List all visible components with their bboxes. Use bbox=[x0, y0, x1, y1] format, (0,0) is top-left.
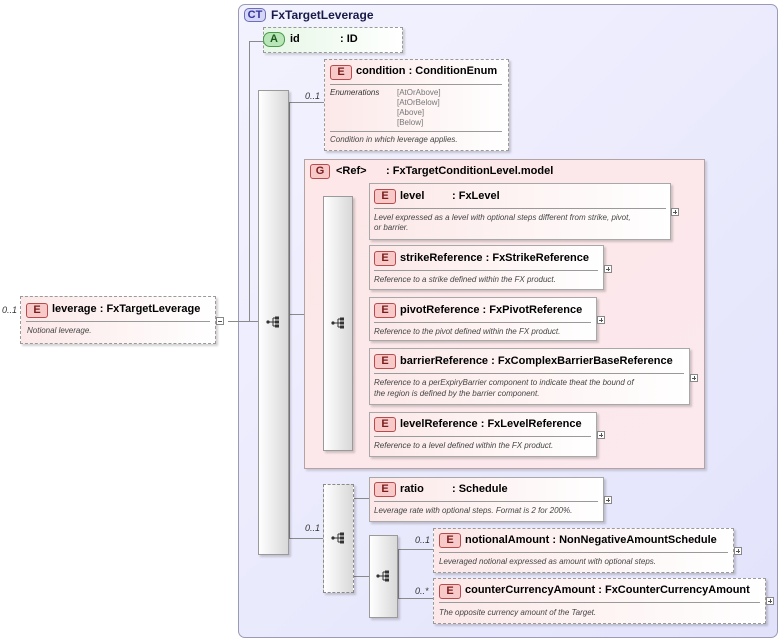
levelreference-label: levelReference : FxLevelReference bbox=[400, 418, 582, 430]
divider bbox=[374, 373, 684, 374]
barrierreference-doc: the region is defined by the barrier com… bbox=[374, 389, 540, 398]
attribute-badge: A bbox=[263, 32, 285, 47]
root-occurs: 0..1 bbox=[2, 305, 18, 315]
divider bbox=[330, 84, 502, 85]
barrierreference-label: barrierReference : FxComplexBarrierBaseR… bbox=[400, 355, 673, 367]
element-barrierreference[interactable] bbox=[369, 348, 690, 405]
enum-value: [Below] bbox=[397, 118, 424, 127]
connector bbox=[249, 41, 250, 322]
element-badge: E bbox=[26, 303, 48, 318]
connector bbox=[228, 321, 258, 322]
element-badge: E bbox=[374, 251, 396, 266]
connector bbox=[398, 549, 399, 599]
element-badge: E bbox=[374, 417, 396, 432]
strikereference-doc: Reference to a strike defined within the… bbox=[374, 275, 556, 284]
sequence-icon bbox=[331, 317, 344, 329]
group-badge: G bbox=[310, 164, 330, 179]
level-type: : FxLevel bbox=[452, 190, 500, 202]
condition-doc: Condition in which leverage applies. bbox=[330, 135, 458, 144]
levelreference-doc: Reference to a level defined within the … bbox=[374, 441, 554, 450]
enum-value: [Above] bbox=[397, 108, 425, 117]
group-ref: <Ref> bbox=[336, 165, 367, 177]
connector bbox=[353, 576, 369, 577]
notionalamount-label: notionalAmount : NonNegativeAmountSchedu… bbox=[465, 534, 717, 546]
pivotreference-label: pivotReference : FxPivotReference bbox=[400, 304, 583, 316]
enumerations-label: Enumerations bbox=[330, 88, 380, 97]
condition-label: condition : ConditionEnum bbox=[356, 65, 498, 77]
element-level[interactable] bbox=[369, 183, 671, 240]
divider bbox=[26, 321, 210, 322]
sequence-icon bbox=[266, 316, 279, 328]
expand-toggle[interactable] bbox=[671, 208, 679, 216]
root-element-label: leverage : FxTargetLeverage bbox=[52, 303, 201, 315]
element-badge: E bbox=[330, 65, 352, 80]
connector bbox=[289, 102, 324, 103]
divider bbox=[439, 552, 728, 553]
attribute-id[interactable] bbox=[263, 27, 403, 53]
element-ratio[interactable] bbox=[369, 477, 604, 522]
divider bbox=[330, 131, 502, 132]
ratio-name: ratio bbox=[400, 483, 424, 495]
element-countercurrencyamount[interactable] bbox=[433, 578, 766, 624]
connector bbox=[249, 41, 263, 42]
element-badge: E bbox=[439, 533, 461, 548]
collapse-toggle[interactable] bbox=[216, 317, 224, 325]
expand-toggle[interactable] bbox=[766, 597, 774, 605]
element-condition[interactable] bbox=[324, 59, 509, 151]
root-doc: Notional leverage. bbox=[27, 326, 92, 335]
complex-type-badge: CT bbox=[244, 8, 266, 22]
element-badge: E bbox=[439, 584, 461, 599]
connector bbox=[398, 549, 433, 550]
expand-toggle[interactable] bbox=[597, 431, 605, 439]
attribute-type: : ID bbox=[340, 33, 358, 45]
root-element-leverage[interactable] bbox=[20, 296, 216, 344]
attribute-name: id bbox=[290, 33, 300, 45]
notionalamount-occurs: 0..1 bbox=[415, 535, 431, 545]
element-levelreference[interactable] bbox=[369, 412, 597, 457]
level-doc: or barrier. bbox=[374, 223, 409, 232]
condition-occurs: 0..1 bbox=[305, 91, 321, 101]
divider bbox=[374, 501, 598, 502]
countercurrencyamount-label: counterCurrencyAmount : FxCounterCurrenc… bbox=[465, 584, 750, 596]
expand-toggle[interactable] bbox=[690, 374, 698, 382]
sequence-icon bbox=[331, 532, 344, 544]
element-notionalamount[interactable] bbox=[433, 528, 734, 573]
pivotreference-doc: Reference to the pivot defined within th… bbox=[374, 327, 561, 336]
ratio-type: : Schedule bbox=[452, 483, 508, 495]
sequence-occurs: 0..1 bbox=[305, 523, 321, 533]
element-badge: E bbox=[374, 354, 396, 369]
element-pivotreference[interactable] bbox=[369, 297, 597, 341]
element-badge: E bbox=[374, 189, 396, 204]
ratio-doc: Leverage rate with optional steps. Forma… bbox=[374, 506, 573, 515]
level-name: level bbox=[400, 190, 425, 202]
enum-value: [AtOrAbove] bbox=[397, 88, 441, 97]
connector bbox=[398, 598, 433, 599]
divider bbox=[374, 436, 591, 437]
level-doc: Level expressed as a level with optional… bbox=[374, 213, 631, 222]
element-strikereference[interactable] bbox=[369, 245, 604, 290]
connector bbox=[353, 498, 369, 499]
expand-toggle[interactable] bbox=[734, 547, 742, 555]
expand-toggle[interactable] bbox=[604, 496, 612, 504]
strikereference-label: strikeReference : FxStrikeReference bbox=[400, 252, 589, 264]
divider bbox=[439, 602, 760, 603]
group-type: : FxTargetConditionLevel.model bbox=[386, 165, 554, 177]
divider bbox=[374, 208, 666, 209]
expand-toggle[interactable] bbox=[604, 265, 612, 273]
element-badge: E bbox=[374, 482, 396, 497]
countercurrencyamount-occurs: 0..* bbox=[415, 586, 429, 596]
connector bbox=[289, 314, 304, 315]
complex-type-title: FxTargetLeverage bbox=[271, 8, 374, 22]
notionalamount-doc: Leveraged notional expressed as amount w… bbox=[439, 557, 657, 566]
expand-toggle[interactable] bbox=[597, 316, 605, 324]
element-badge: E bbox=[374, 303, 396, 318]
connector bbox=[289, 538, 323, 539]
divider bbox=[374, 322, 591, 323]
barrierreference-doc: Reference to a perExpiryBarrier componen… bbox=[374, 378, 634, 387]
connector bbox=[289, 102, 290, 539]
divider bbox=[374, 270, 598, 271]
enum-value: [AtOrBelow] bbox=[397, 98, 440, 107]
countercurrencyamount-doc: The opposite currency amount of the Targ… bbox=[439, 608, 597, 617]
sequence-icon bbox=[376, 570, 389, 582]
